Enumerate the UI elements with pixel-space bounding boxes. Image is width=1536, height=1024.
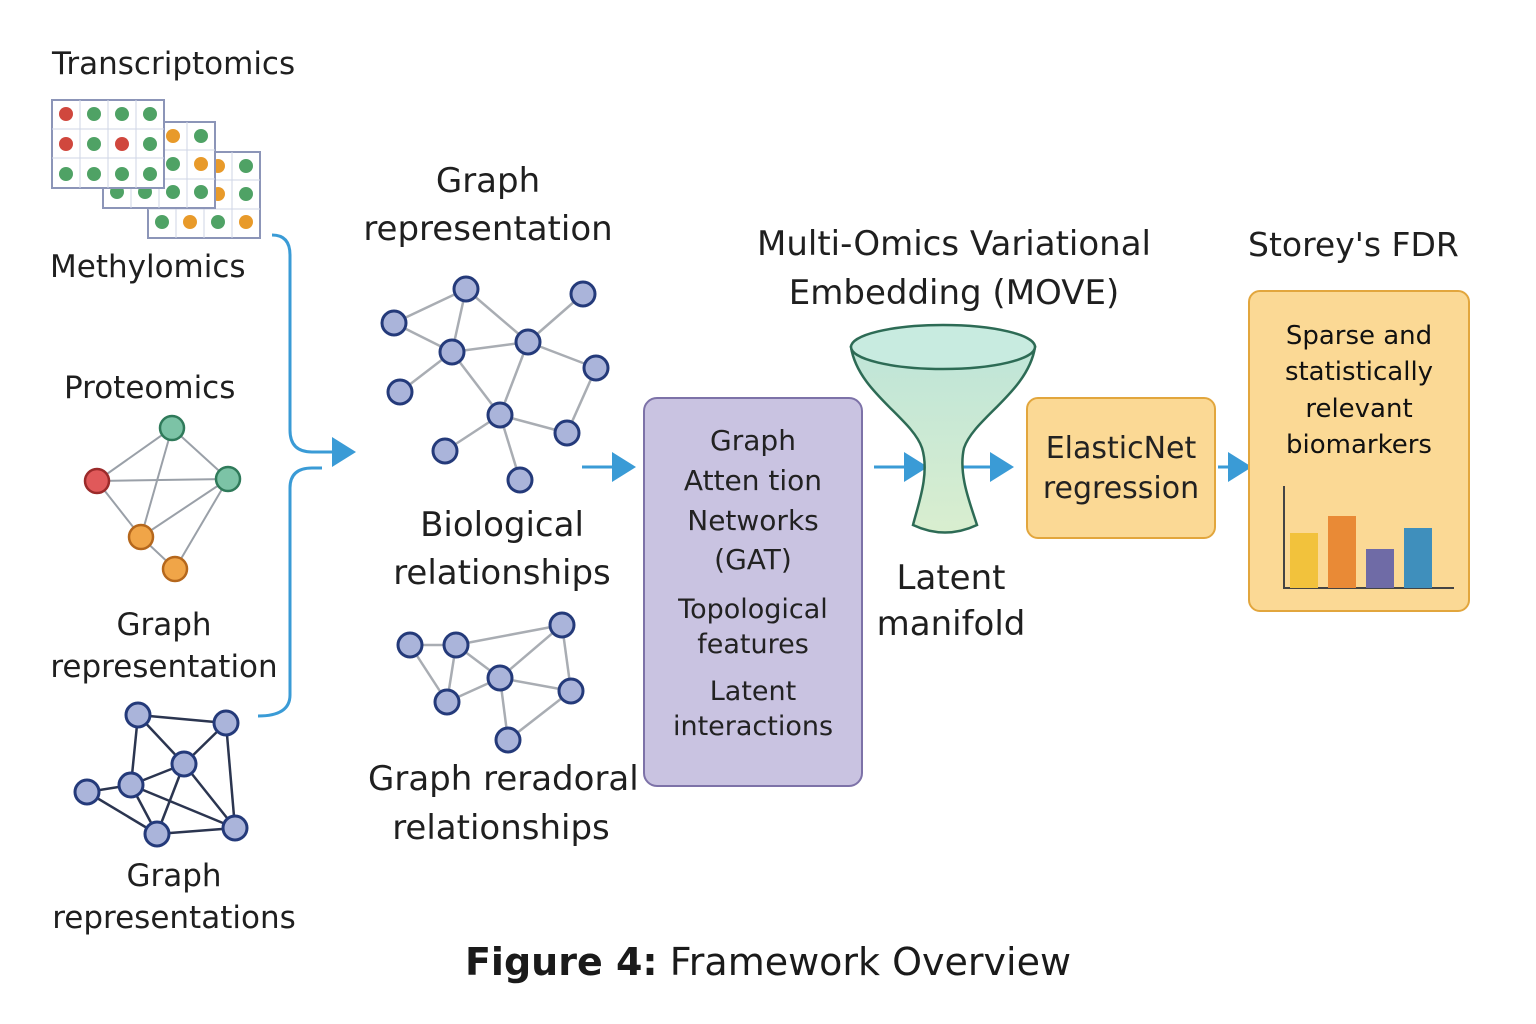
gat-title: Graph Atten tion Networks (GAT)	[683, 424, 823, 577]
graph-node	[83, 467, 111, 495]
graph-node	[117, 771, 145, 799]
bar-2	[1328, 516, 1356, 588]
graph-representation-label-left: Graph representation	[50, 607, 278, 686]
graph-node	[506, 466, 534, 494]
gat-box: Graph Atten tion Networks (GAT) Topologi…	[643, 397, 863, 787]
biomarker-bar-chart-icon	[1283, 486, 1454, 589]
latent-manifold-funnel-icon	[849, 323, 1037, 534]
graph-node	[514, 328, 542, 356]
graph-node	[442, 631, 470, 659]
graph-node	[582, 354, 610, 382]
graph-representations-label: Graph representations	[52, 858, 296, 937]
graph-node	[127, 523, 155, 551]
omics-grid-stack-icon	[51, 99, 261, 239]
graph-node	[212, 709, 240, 737]
bar-4	[1404, 528, 1432, 588]
caption-bold: Figure 4:	[464, 940, 658, 984]
graph-reradoral-relationships-graph	[396, 611, 585, 754]
proteomics-graph	[83, 414, 242, 583]
graph-node	[214, 465, 242, 493]
biological-relationships-graph	[380, 275, 610, 494]
omics-grid-front	[51, 99, 165, 189]
caption-rest: Framework Overview	[669, 940, 1072, 984]
gat-latent-interactions: Latent interactions	[672, 676, 834, 743]
fdr-box: Sparse and statistically relevant biomar…	[1248, 290, 1470, 612]
graph-node	[143, 820, 171, 848]
graph-node	[553, 419, 581, 447]
graph-node	[438, 338, 466, 366]
proteomics-label: Proteomics	[64, 370, 236, 406]
graph-node	[557, 677, 585, 705]
merge-arrows	[257, 233, 356, 718]
latent-manifold-label: Latent manifold	[876, 558, 1026, 645]
graph-representation-label-top: Graph representation	[363, 161, 613, 249]
graph-node	[452, 275, 480, 303]
storeys-fdr-label: Storey's FDR	[1248, 225, 1459, 264]
chart-axis	[1283, 486, 1454, 589]
graph-node	[161, 555, 189, 583]
graph-node	[73, 778, 101, 806]
graph-reradoral-relationships-label: Graph reradoral relationships	[368, 759, 639, 849]
figure-caption: Figure 4: Framework Overview	[0, 940, 1536, 984]
graph-node	[486, 664, 514, 692]
graph-node	[124, 701, 152, 729]
gat-topological-features: Topological features	[678, 594, 828, 661]
move-title-label: Multi-Omics Variational Embedding (MOVE)	[757, 224, 1151, 314]
bar-1	[1290, 533, 1318, 588]
graph-node	[431, 437, 459, 465]
graph-node	[158, 414, 186, 442]
graph-node	[486, 401, 514, 429]
graph-node	[396, 631, 424, 659]
graph-node	[380, 309, 408, 337]
graph-node	[494, 726, 522, 754]
graph-node	[170, 750, 198, 778]
methylomics-label: Methylomics	[50, 249, 246, 285]
graph-representations-graph	[73, 701, 249, 848]
graph-node	[386, 378, 414, 406]
bar-3	[1366, 549, 1394, 588]
graph-node	[569, 280, 597, 308]
graph-node	[433, 688, 461, 716]
graph-node	[221, 814, 249, 842]
graph-node	[548, 611, 576, 639]
elasticnet-box: ElasticNet regression	[1026, 397, 1216, 539]
biological-relationships-label: Biological relationships	[393, 505, 611, 593]
transcriptomics-label: Transcriptomics	[52, 46, 296, 82]
